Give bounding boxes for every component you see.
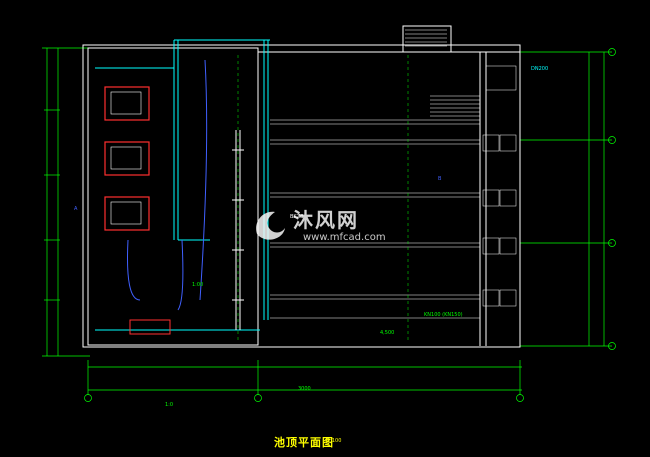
note-label: KN100 (KN150) [424, 312, 463, 318]
tank-compartments [270, 119, 480, 319]
left-dimension-lines [42, 47, 90, 357]
pipe-label: DN200 [531, 66, 549, 72]
blue-pipes [127, 59, 208, 311]
column-squares [482, 65, 517, 307]
overall-dimension: 3000 [298, 386, 311, 392]
column-ticks [232, 130, 244, 330]
drawing-title: 池顶平面图 [274, 436, 334, 449]
equipment-units [104, 86, 171, 335]
drawing-scale: 1:100 [327, 438, 342, 444]
pipe-mid-label: BKZB [290, 214, 304, 220]
dimension-label: 4,500 [380, 330, 395, 336]
stairs [405, 29, 480, 117]
section-mark-b: B [438, 176, 442, 182]
mid-label: 1:00 [192, 282, 204, 288]
building-walls [82, 25, 521, 348]
grid-label: 1:0 [165, 402, 174, 408]
right-dimension-lines [520, 51, 612, 347]
pipes [95, 39, 270, 331]
bottom-dimension-lines [87, 360, 522, 395]
grid-bubbles [84, 48, 616, 402]
section-mark-a: A [74, 206, 78, 212]
